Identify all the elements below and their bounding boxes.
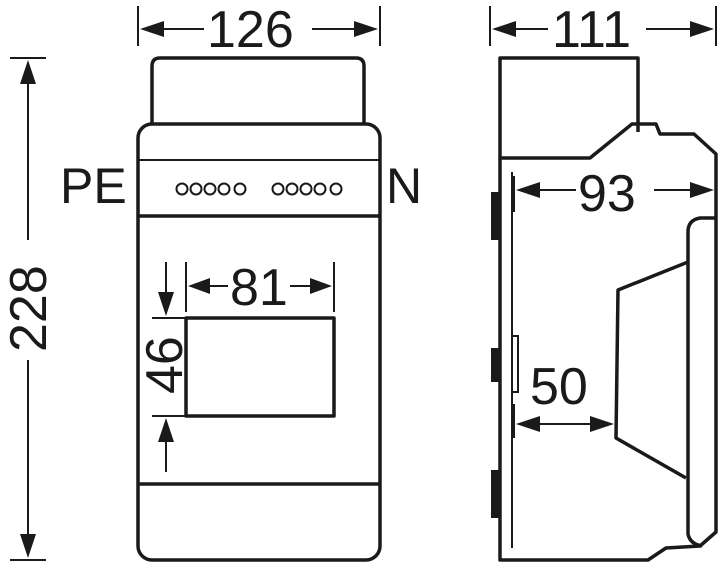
dim-module-depth-value: 50: [530, 358, 588, 416]
dim-window-width: 81: [185, 259, 335, 317]
wall-clip-bottom: [491, 470, 501, 518]
dim-front-width-value: 126: [207, 1, 294, 59]
front-view: PE N: [60, 56, 422, 562]
pe-label: PE: [60, 158, 127, 214]
dim-window-width-value: 81: [230, 259, 288, 317]
front-top-cap: [150, 56, 366, 124]
dim-window-height-value: 46: [136, 336, 194, 394]
front-window: [184, 316, 336, 418]
wall-clip-middle: [491, 348, 501, 382]
side-top-cap: [498, 56, 640, 158]
dim-height-value: 228: [0, 265, 58, 352]
dim-side-depth-value: 111: [552, 1, 631, 59]
dim-inner-depth: 93: [513, 165, 717, 223]
n-label: N: [386, 158, 422, 214]
side-module-profile: [614, 260, 689, 480]
dim-front-width: 126: [137, 1, 381, 59]
wall-clip-top: [491, 192, 501, 240]
dim-side-depth: 111: [489, 1, 717, 59]
side-body: [498, 122, 718, 562]
dim-inner-depth-value: 93: [578, 165, 636, 223]
side-front-cover: [686, 216, 716, 548]
dim-height: 228: [0, 57, 58, 561]
din-rail-notch: [512, 335, 519, 393]
side-view: [491, 56, 718, 562]
dim-window-height: 46: [136, 262, 194, 472]
dim-module-depth: 50: [513, 358, 617, 438]
terminal-holes-pe: [175, 182, 247, 196]
terminal-holes-n: [271, 182, 343, 196]
front-body: [136, 122, 382, 562]
